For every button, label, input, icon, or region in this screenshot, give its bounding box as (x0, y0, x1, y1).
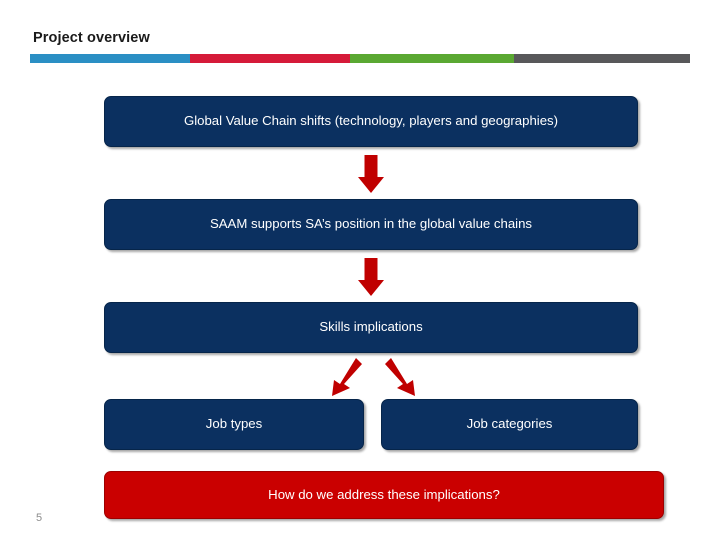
flow-box-saam-support: SAAM supports SA’s position in the globa… (104, 199, 638, 250)
divider-segment-red (190, 54, 350, 63)
page-number: 5 (36, 512, 43, 524)
arrow-down-right-skills-to-job-categories (385, 358, 421, 402)
flow-box-job-types: Job types (104, 399, 364, 450)
flow-box-global-value-chain: Global Value Chain shifts (technology, p… (104, 96, 638, 147)
flow-box-skills-implications: Skills implications (104, 302, 638, 353)
divider-segment-gray (514, 54, 690, 63)
page-title: Project overview (33, 30, 150, 46)
arrow-down-left-skills-to-job-types (326, 358, 362, 402)
divider-segment-blue (30, 54, 190, 63)
divider-segment-green (350, 54, 514, 63)
header-divider (30, 54, 690, 63)
flow-box-how-do-we-address: How do we address these implications? (104, 471, 664, 519)
flow-box-job-categories: Job categories (381, 399, 638, 450)
